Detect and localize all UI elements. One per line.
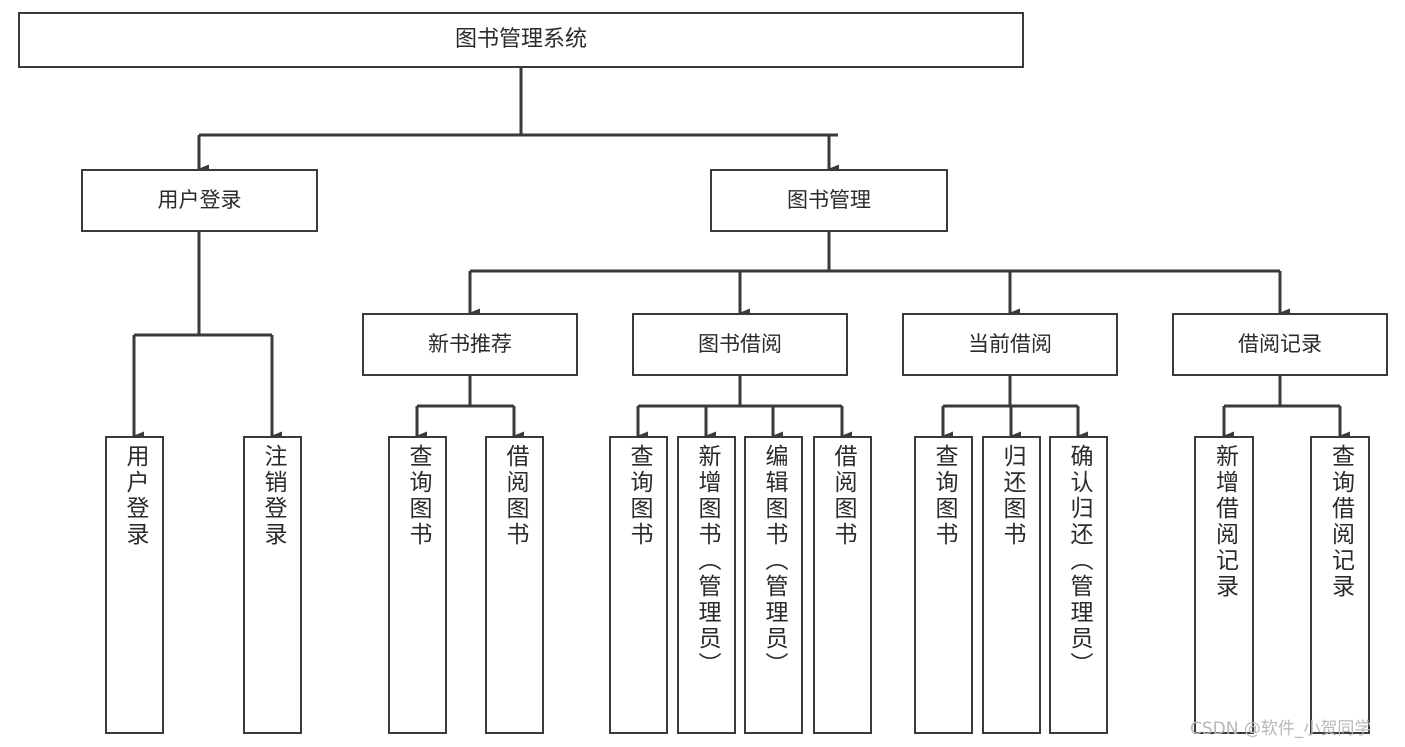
- node-user-login-label: 用户登录: [157, 187, 242, 212]
- leaf-borrow-edit-book-label: 编辑图书（管理员）: [761, 444, 787, 678]
- leaf-borrow-query-book[interactable]: 查询图书: [609, 436, 668, 734]
- leaf-current-return-book[interactable]: 归还图书: [982, 436, 1041, 734]
- node-root-system-label: 图书管理系统: [454, 26, 587, 52]
- leaf-user-login-signout-label: 注销登录: [260, 444, 286, 548]
- leaf-record-add-label: 新增借阅记录: [1211, 444, 1238, 600]
- node-book-borrow-label: 图书借阅: [698, 331, 782, 356]
- leaf-record-query-label: 查询借阅记录: [1327, 444, 1354, 600]
- leaf-record-query[interactable]: 查询借阅记录: [1310, 436, 1370, 734]
- node-user-login[interactable]: 用户登录: [81, 169, 318, 232]
- node-new-book-recommend[interactable]: 新书推荐: [362, 313, 578, 376]
- leaf-borrow-add-book[interactable]: 新增图书（管理员）: [677, 436, 736, 734]
- csdn-watermark: CSDN @软件_小贺同学: [1190, 719, 1372, 739]
- leaf-borrow-borrow-book[interactable]: 借阅图书: [813, 436, 872, 734]
- leaf-borrow-borrow-book-label: 借阅图书: [830, 444, 856, 548]
- leaf-current-query-book-label: 查询图书: [931, 444, 957, 548]
- leaf-user-login-signout[interactable]: 注销登录: [243, 436, 302, 734]
- leaf-current-confirm-return[interactable]: 确认归还（管理员）: [1049, 436, 1108, 734]
- node-new-book-recommend-label: 新书推荐: [428, 331, 512, 356]
- leaf-new-book-borrow[interactable]: 借阅图书: [485, 436, 544, 734]
- leaf-new-book-query[interactable]: 查询图书: [388, 436, 447, 734]
- leaf-borrow-query-book-label: 查询图书: [626, 444, 652, 548]
- leaf-new-book-query-label: 查询图书: [405, 444, 431, 548]
- node-book-borrow[interactable]: 图书借阅: [632, 313, 848, 376]
- leaf-current-return-book-label: 归还图书: [999, 444, 1025, 548]
- leaf-record-add[interactable]: 新增借阅记录: [1194, 436, 1254, 734]
- leaf-user-login-signin-label: 用户登录: [122, 444, 148, 548]
- node-root-system[interactable]: 图书管理系统: [18, 12, 1024, 68]
- leaf-user-login-signin[interactable]: 用户登录: [105, 436, 164, 734]
- node-current-borrow-label: 当前借阅: [968, 331, 1052, 356]
- leaf-current-query-book[interactable]: 查询图书: [914, 436, 973, 734]
- leaf-borrow-edit-book[interactable]: 编辑图书（管理员）: [744, 436, 803, 734]
- node-borrow-record-label: 借阅记录: [1238, 331, 1322, 356]
- leaf-current-confirm-return-label: 确认归还（管理员）: [1066, 444, 1092, 678]
- node-borrow-record[interactable]: 借阅记录: [1172, 313, 1388, 376]
- leaf-new-book-borrow-label: 借阅图书: [502, 444, 528, 548]
- leaf-borrow-add-book-label: 新增图书（管理员）: [694, 444, 720, 678]
- node-book-management[interactable]: 图书管理: [710, 169, 948, 232]
- node-current-borrow[interactable]: 当前借阅: [902, 313, 1118, 376]
- node-book-management-label: 图书管理: [787, 187, 871, 212]
